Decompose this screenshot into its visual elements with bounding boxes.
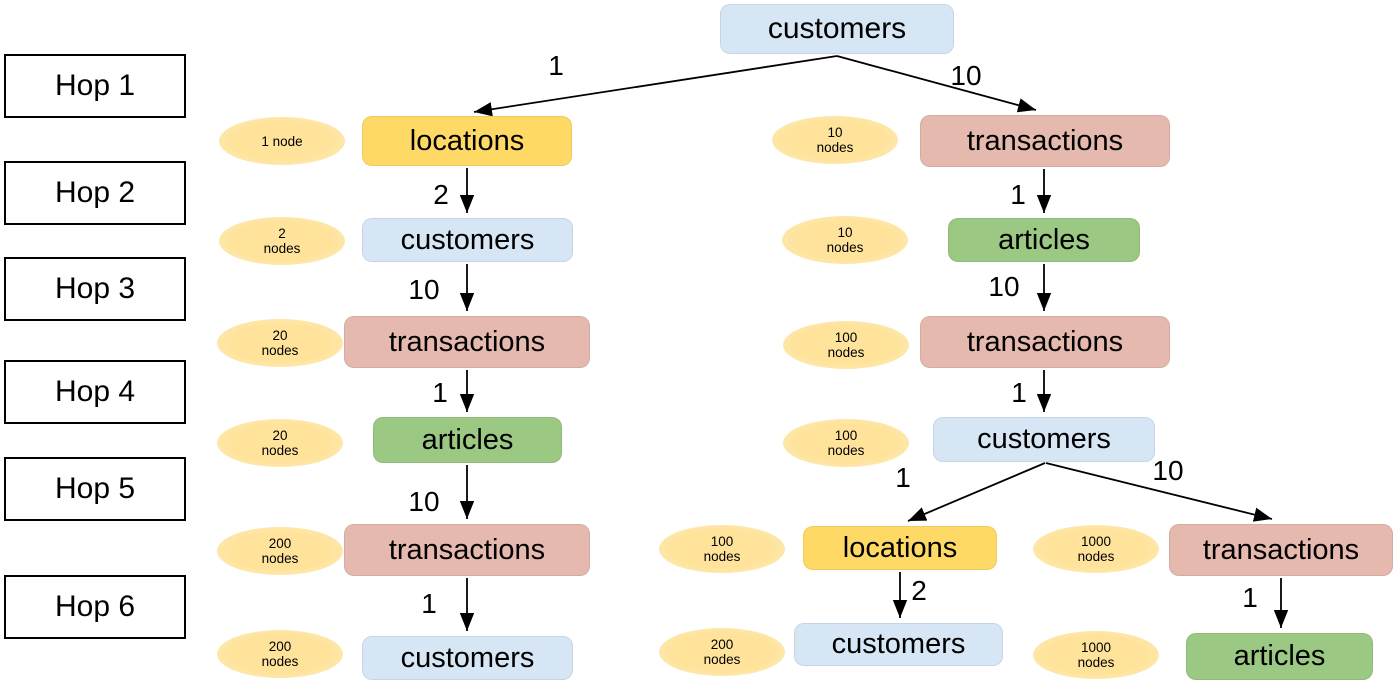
count-text-line: nodes	[261, 654, 299, 669]
count-text-line: 20	[272, 328, 288, 343]
count-text-line: nodes	[703, 549, 741, 564]
count-text-line: 100	[834, 428, 858, 443]
node-transactions: transactions	[920, 115, 1170, 167]
node-customers: customers	[362, 218, 573, 262]
node-customers: customers	[794, 623, 1003, 666]
node-articles: articles	[948, 218, 1140, 262]
node-customers: customers	[720, 4, 954, 54]
count-text-line: nodes	[816, 140, 854, 155]
edge-cardinality-label: 1	[421, 588, 437, 619]
count-text-line: 100	[834, 330, 858, 345]
edge-cardinality-label: 1	[432, 377, 448, 408]
edge-arrow	[907, 462, 1046, 522]
edge-cardinality-label: 1	[1011, 377, 1027, 408]
edge-cardinality-label: 10	[988, 271, 1020, 302]
edge-cardinality-label: 10	[408, 486, 440, 517]
count-text-line: 200	[710, 637, 734, 652]
node-articles: articles	[1186, 633, 1373, 680]
count-text-line: 1000	[1080, 534, 1112, 549]
edge-cardinality-label: 10	[950, 60, 982, 91]
count-text-line: nodes	[261, 443, 299, 458]
count-text-line: 1 node	[261, 133, 303, 149]
edge-cardinality-label: 2	[911, 575, 927, 606]
count-text-line: 100	[710, 534, 734, 549]
count-text-line: nodes	[261, 551, 299, 566]
count-text-line: 20	[272, 428, 288, 443]
count-text-line: nodes	[827, 345, 865, 360]
edge-cardinality-label: 1	[1242, 582, 1258, 613]
edge-cardinality-label: 1	[1010, 179, 1026, 210]
count-text-line: nodes	[827, 443, 865, 458]
node-transactions: transactions	[1169, 524, 1393, 576]
node-locations: locations	[803, 526, 997, 570]
count-text-line: nodes	[261, 343, 299, 358]
count-text-line: 200	[268, 536, 292, 551]
edge-cardinality-label: 1	[895, 462, 911, 493]
count-text-line: 10	[837, 225, 853, 240]
count-text-line: 200	[268, 639, 292, 654]
edge-cardinality-label: 1	[548, 50, 564, 81]
edge-cardinality-label: 2	[433, 179, 449, 210]
hop-2-label: Hop 2	[4, 161, 186, 225]
edge-cardinality-label: 10	[1152, 455, 1184, 486]
count-text-line: nodes	[263, 241, 301, 256]
count-text-line: nodes	[703, 652, 741, 667]
hop-6-label: Hop 6	[4, 575, 186, 639]
node-count-ellipse: 1 node	[219, 117, 345, 165]
hop-5-label: Hop 5	[4, 457, 186, 521]
count-text-line: nodes	[826, 240, 864, 255]
edge-cardinality-label: 10	[408, 274, 440, 305]
node-customers: customers	[933, 417, 1155, 462]
node-transactions: transactions	[344, 524, 590, 576]
count-text-line: 10	[827, 125, 843, 140]
hop-3-label: Hop 3	[4, 257, 186, 321]
count-text-line: 1000	[1080, 640, 1112, 655]
edge-arrow	[473, 55, 838, 117]
count-text-line: nodes	[1077, 655, 1115, 670]
hop-1-label: Hop 1	[4, 54, 186, 118]
count-text-line: nodes	[1077, 549, 1115, 564]
node-customers: customers	[362, 636, 573, 680]
node-transactions: transactions	[344, 316, 590, 368]
edge-arrow	[836, 55, 1037, 113]
node-locations: locations	[362, 116, 572, 166]
node-articles: articles	[373, 417, 562, 463]
count-text-line: 2	[278, 226, 286, 241]
hop-4-label: Hop 4	[4, 360, 186, 424]
node-transactions: transactions	[920, 316, 1170, 368]
